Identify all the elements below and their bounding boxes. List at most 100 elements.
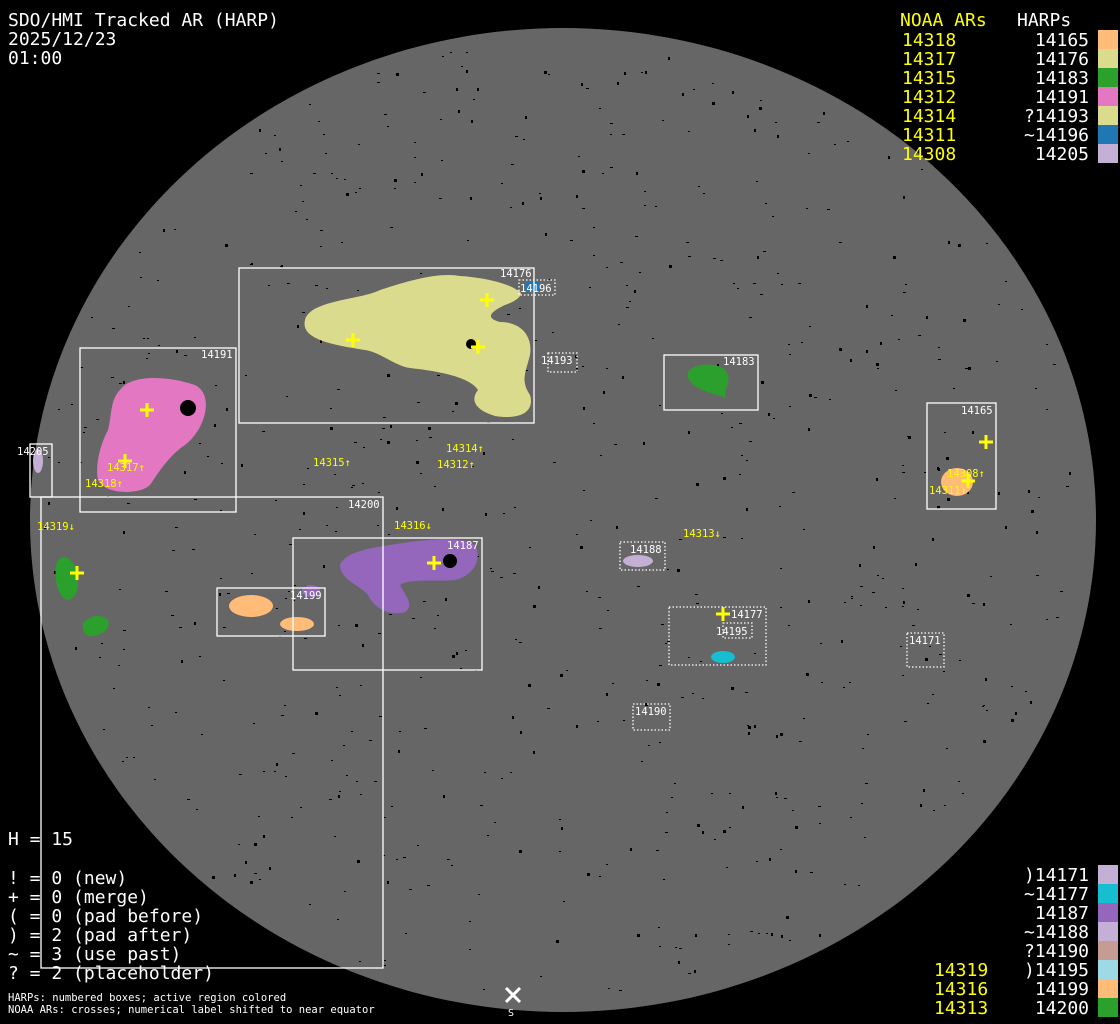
speckle xyxy=(737,288,739,289)
harp-box-14188[interactable] xyxy=(619,541,666,571)
speckle xyxy=(405,933,407,934)
south-marker-icon xyxy=(504,986,522,1004)
speckle xyxy=(636,172,638,175)
legend-harp-value: 14191 xyxy=(1035,87,1089,108)
speckle xyxy=(578,156,580,157)
speckle xyxy=(965,368,968,369)
speckle xyxy=(917,609,919,610)
legend-harp-value: 14176 xyxy=(1035,49,1089,70)
harp-box-14190[interactable] xyxy=(632,703,671,731)
noaa-cross-icon xyxy=(140,403,154,417)
harp-box-14196[interactable] xyxy=(518,279,556,296)
speckle xyxy=(748,726,751,729)
speckle xyxy=(760,100,762,101)
speckle xyxy=(75,647,77,650)
harp-box-14176[interactable] xyxy=(238,267,535,424)
speckle xyxy=(269,867,271,870)
speckle xyxy=(192,549,195,550)
harp-box-14165[interactable] xyxy=(926,402,997,510)
harp-label: 14191 xyxy=(201,349,233,361)
speckle xyxy=(629,301,631,302)
speckle xyxy=(923,789,925,792)
region-14177 xyxy=(711,651,735,663)
harp-box-14195[interactable] xyxy=(722,622,753,639)
speckle xyxy=(389,614,392,615)
legend-color-swatch xyxy=(1098,49,1118,68)
speckle xyxy=(1010,624,1012,625)
speckle xyxy=(300,807,302,808)
speckle xyxy=(902,675,904,676)
speckle xyxy=(275,500,277,501)
speckle xyxy=(336,687,338,688)
speckle xyxy=(843,687,845,688)
speckle xyxy=(442,56,444,57)
speckle xyxy=(582,208,585,209)
speckle xyxy=(307,468,309,469)
speckle xyxy=(780,849,782,850)
speckle xyxy=(839,242,842,243)
speckle xyxy=(983,740,986,743)
speckle xyxy=(315,285,318,286)
speckle xyxy=(398,750,400,753)
speckle xyxy=(726,867,728,868)
speckle xyxy=(245,861,247,864)
speckle xyxy=(1038,497,1040,498)
speckle xyxy=(850,359,852,362)
harp-box-14187[interactable] xyxy=(292,537,483,671)
harp-box-14191[interactable] xyxy=(79,347,237,513)
harp-box-14200[interactable] xyxy=(40,496,384,969)
footer-line-1: HARPs: numbered boxes; active region col… xyxy=(8,992,286,1004)
harp-box-14193[interactable] xyxy=(547,352,578,373)
speckle xyxy=(466,52,468,53)
speckle xyxy=(742,806,744,809)
speckle xyxy=(1053,364,1056,365)
speckle xyxy=(414,157,416,158)
speckle xyxy=(606,864,608,865)
speckle xyxy=(925,658,928,661)
harp-label: 14205 xyxy=(17,446,49,458)
speckle xyxy=(686,242,689,243)
speckle xyxy=(417,402,420,403)
speckle xyxy=(334,836,336,837)
speckle xyxy=(379,716,382,717)
sunspot xyxy=(443,554,457,568)
speckle xyxy=(657,683,660,686)
speckle xyxy=(420,273,422,274)
speckle xyxy=(323,565,325,568)
legend-harp-value: ~14177 xyxy=(1024,884,1089,905)
speckle xyxy=(157,280,159,281)
speckle xyxy=(739,474,741,475)
speckle xyxy=(423,92,426,93)
speckle xyxy=(563,901,565,902)
speckle xyxy=(123,649,125,650)
speckle xyxy=(456,88,458,91)
harp-box-14199[interactable] xyxy=(216,587,326,637)
speckle xyxy=(445,598,447,601)
speckle xyxy=(818,806,821,807)
harp-box-14177[interactable] xyxy=(668,606,767,666)
speckle xyxy=(80,462,82,463)
speckle xyxy=(732,91,734,94)
speckle xyxy=(478,894,480,895)
region-14200 xyxy=(55,557,78,600)
speckle xyxy=(582,366,584,367)
speckle xyxy=(789,940,791,941)
speckle xyxy=(140,277,142,278)
speckle xyxy=(287,283,290,284)
speckle xyxy=(799,741,802,742)
speckle xyxy=(357,290,359,291)
speckle xyxy=(784,798,787,799)
speckle xyxy=(384,817,386,818)
speckle xyxy=(325,153,327,154)
legend-color-swatch xyxy=(1098,998,1118,1017)
speckle xyxy=(877,368,879,369)
harp-box-14183[interactable] xyxy=(663,354,759,411)
speckle xyxy=(597,721,599,722)
harp-box-14171[interactable] xyxy=(906,632,945,668)
speckle xyxy=(215,385,217,386)
speckle xyxy=(179,627,182,628)
legend-color-swatch xyxy=(1098,903,1118,922)
legend-color-swatch xyxy=(1098,30,1118,49)
speckle xyxy=(119,589,121,590)
speckle xyxy=(894,498,896,499)
